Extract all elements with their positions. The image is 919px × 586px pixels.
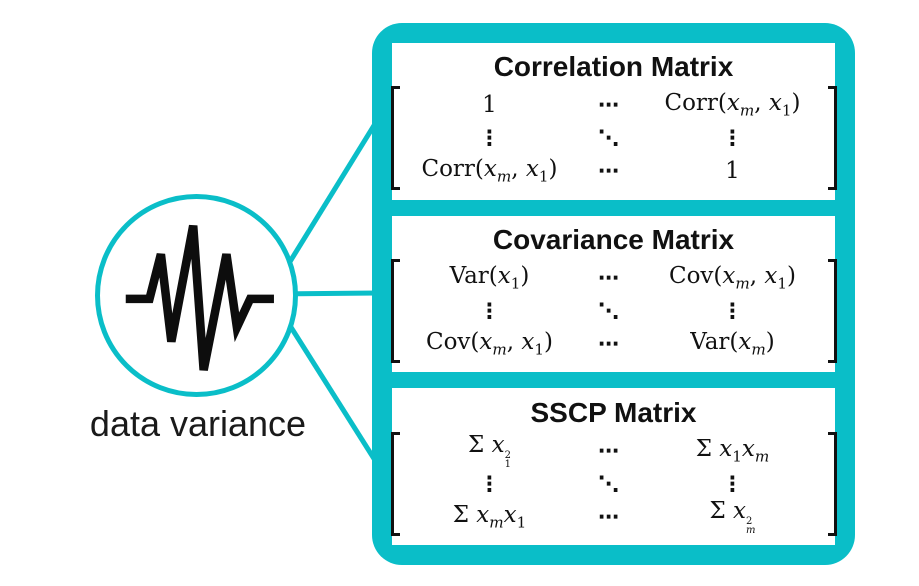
matrix-cell: Σ xmx1	[452, 501, 527, 532]
correlation-matrix-card: Correlation Matrix 1 ⋯ Corr(xm, x1) ⋮ ⋱ …	[390, 43, 837, 200]
matrix-cell: ⋯	[598, 504, 619, 529]
waveform-icon	[125, 224, 274, 371]
matrix-cell: Var(xm)	[690, 329, 775, 359]
matrix-cell: ⋱	[598, 471, 619, 496]
matrix-cell: Cov(xm, x1)	[425, 329, 554, 359]
matrix-cell: ⋯	[598, 93, 619, 118]
matrix-panel: Correlation Matrix 1 ⋯ Corr(xm, x1) ⋮ ⋱ …	[372, 23, 855, 565]
matrix-cell: ⋮	[722, 471, 743, 496]
right-bracket	[827, 258, 837, 363]
matrix-cell: Σ x1xm	[695, 435, 770, 466]
matrix-cell: Corr(xm, x1)	[664, 90, 801, 121]
covariance-matrix: Var(x1) ⋯ Cov(xm, x1) ⋮ ⋱ ⋮ Cov(xm, x1) …	[390, 258, 837, 363]
data-variance-node	[95, 194, 298, 397]
covariance-matrix-card: Covariance Matrix Var(x1) ⋯ Cov(xm, x1) …	[390, 215, 837, 373]
right-bracket	[827, 431, 837, 536]
matrix-cell: ⋯	[598, 438, 619, 463]
correlation-matrix-title: Correlation Matrix	[493, 51, 734, 83]
matrix-cell: ⋮	[722, 126, 743, 151]
right-bracket	[827, 86, 837, 191]
matrix-cell: 1	[482, 92, 497, 119]
data-variance-label: data variance	[89, 403, 307, 444]
matrix-cell: ⋮	[722, 298, 743, 323]
matrix-cell: ⋯	[598, 331, 619, 356]
matrix-cell: ⋯	[598, 265, 619, 290]
matrix-cell: ⋱	[598, 298, 619, 323]
matrix-cell: Corr(xm, x1)	[421, 156, 558, 187]
covariance-matrix-title: Covariance Matrix	[492, 224, 735, 256]
matrix-cell: ⋱	[598, 126, 619, 151]
matrix-cell: Cov(xm, x1)	[668, 263, 797, 293]
matrix-cell: 1	[725, 158, 740, 185]
matrix-cell: Var(x1)	[449, 263, 530, 293]
matrix-cell: ⋯	[598, 159, 619, 184]
left-bracket	[390, 431, 400, 536]
correlation-matrix: 1 ⋯ Corr(xm, x1) ⋮ ⋱ ⋮ Corr(xm, x1) ⋯ 1	[390, 86, 837, 191]
matrix-cell: ⋮	[479, 298, 500, 323]
sscp-matrix-title: SSCP Matrix	[530, 396, 697, 428]
matrix-cell: ⋮	[479, 471, 500, 496]
left-bracket	[390, 258, 400, 363]
matrix-cell: ⋮	[479, 126, 500, 151]
left-bracket	[390, 86, 400, 191]
